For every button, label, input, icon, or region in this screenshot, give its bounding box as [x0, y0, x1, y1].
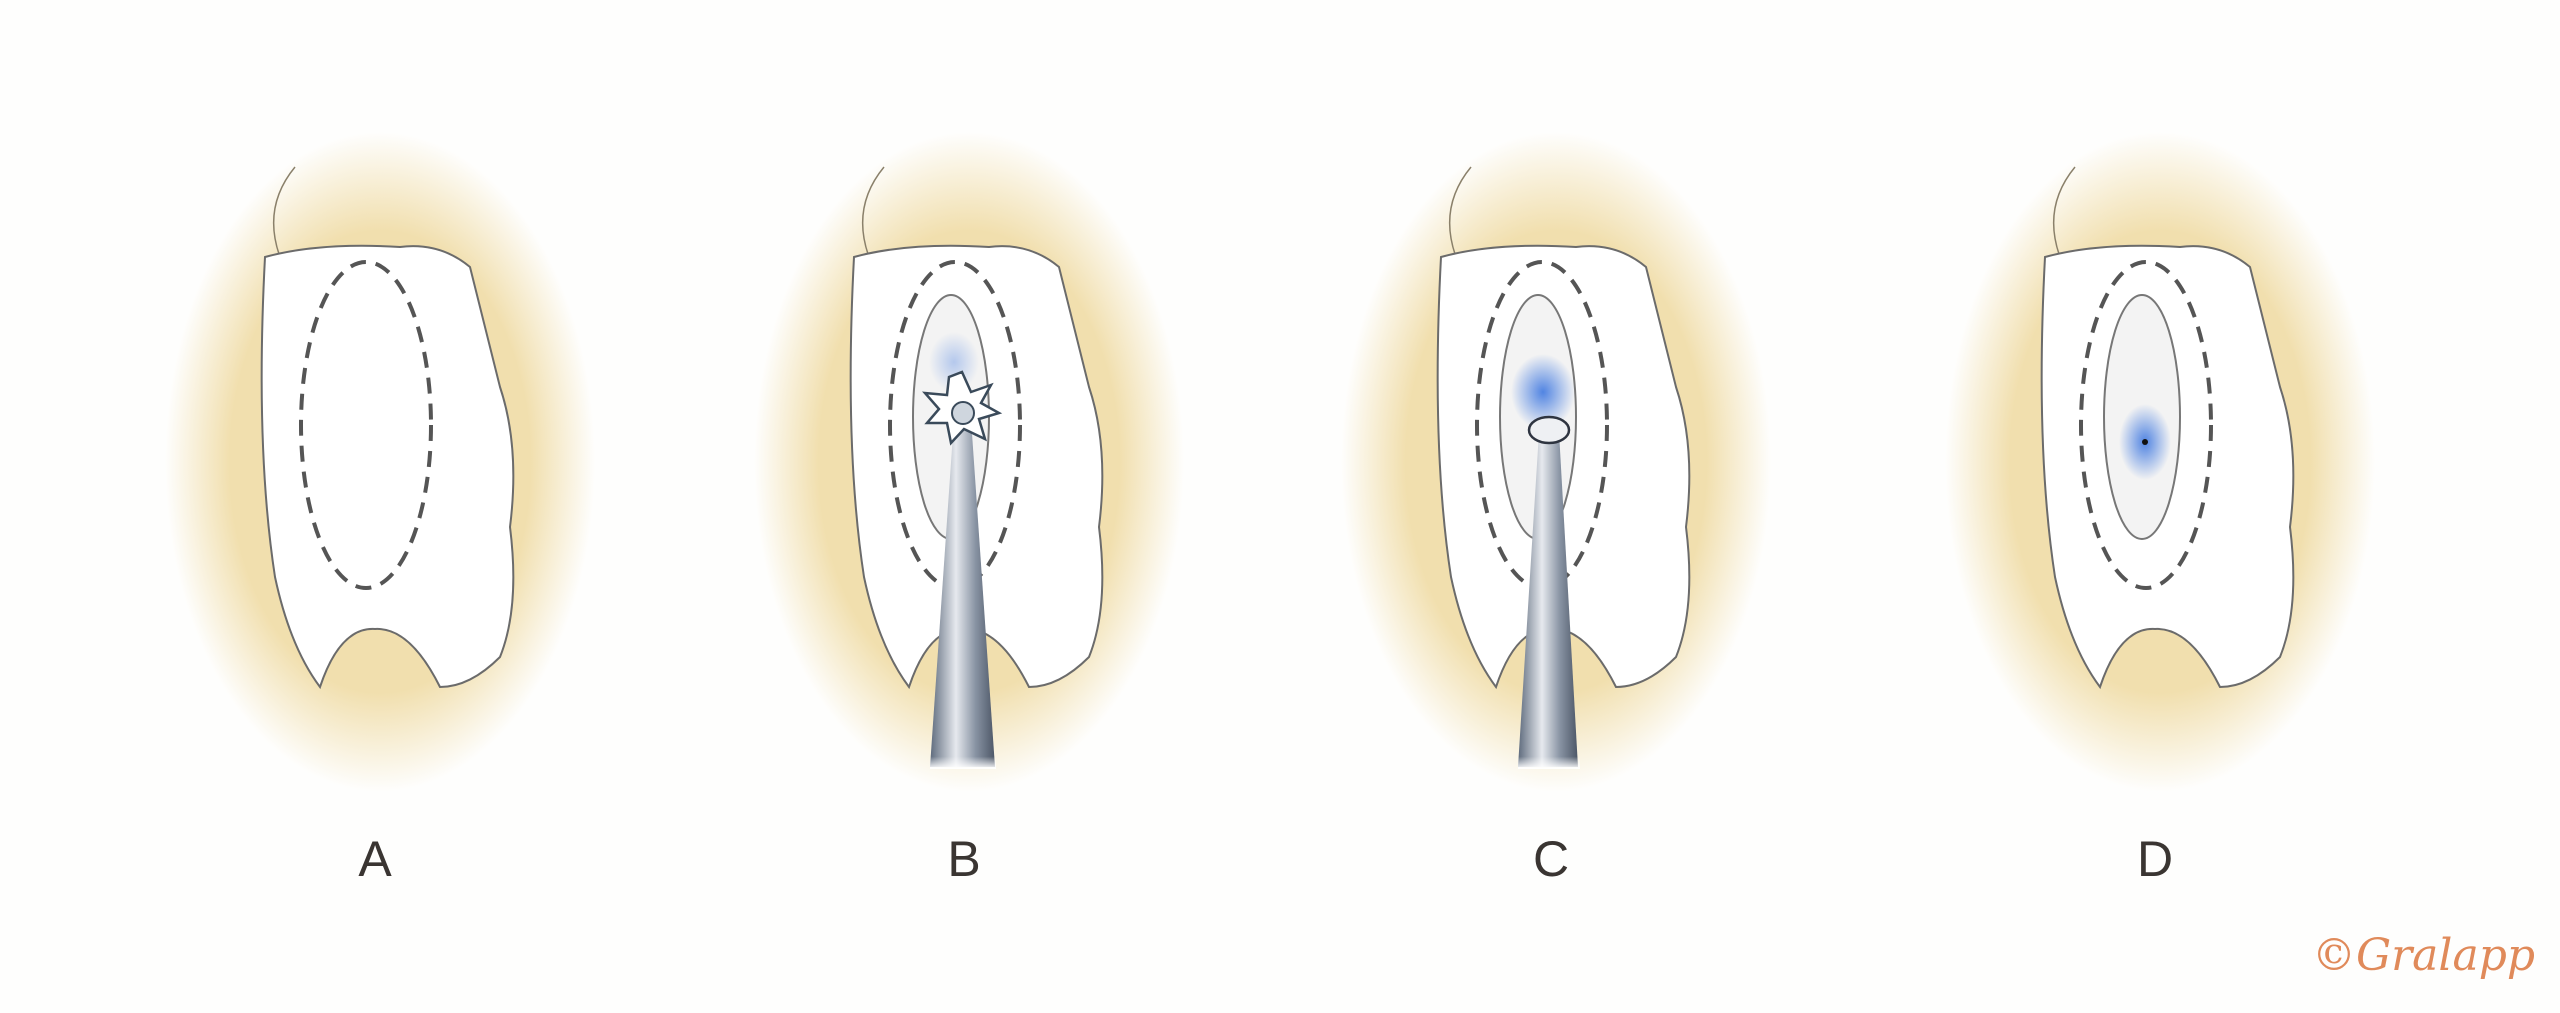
panel-label-a: A — [358, 831, 392, 887]
panel-label-c: C — [1532, 831, 1570, 887]
glow — [1511, 354, 1575, 430]
panel-label-b: B — [947, 831, 981, 887]
fold-line — [272, 166, 296, 258]
copyright-signature: ©Gralapp — [2312, 930, 2536, 981]
panel-b — [754, 132, 1184, 792]
instrument-shaft — [1518, 432, 1578, 767]
instrument-shaft — [930, 419, 995, 767]
panel-label-d: D — [2136, 831, 2174, 887]
panel-d — [1945, 132, 2375, 792]
dashed-margin — [299, 260, 433, 590]
fold-line — [1448, 166, 1472, 258]
panel-a — [165, 132, 595, 792]
dashed-margin — [2079, 260, 2213, 590]
ball-tip — [1527, 415, 1571, 445]
glow — [929, 332, 979, 392]
panel-c — [1341, 132, 1771, 792]
fold-line — [861, 166, 885, 258]
fold-line — [2052, 166, 2076, 258]
tissue-flap — [260, 244, 515, 690]
